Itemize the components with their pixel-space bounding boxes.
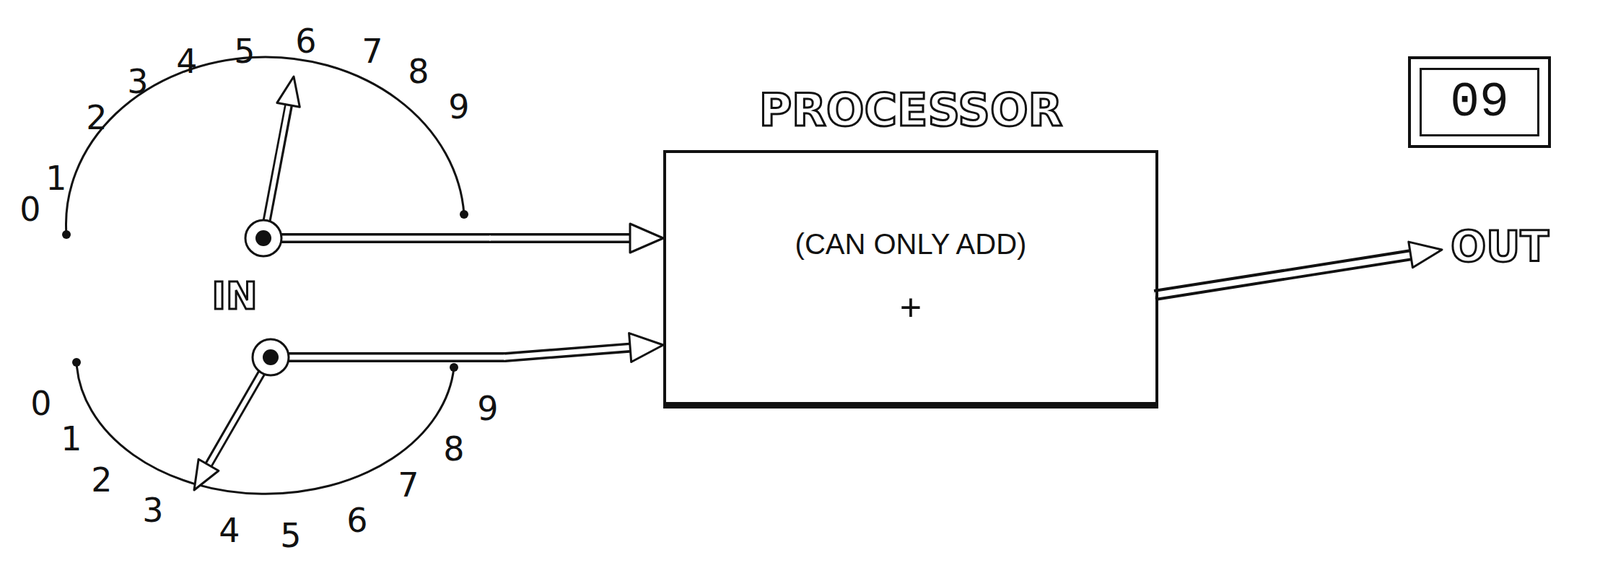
dial-digit: 2 xyxy=(90,463,112,497)
processor-note: (CAN ONLY ADD) xyxy=(663,228,1159,261)
dial-digit: 7 xyxy=(397,468,419,502)
arc-end-dot xyxy=(62,230,71,239)
dial-digit: 9 xyxy=(448,90,470,124)
arc-end-dot xyxy=(459,210,469,219)
dial: 0123 4 5 6789 xyxy=(14,346,506,563)
dial-arcs xyxy=(65,57,465,494)
dial-digit: 1 xyxy=(45,161,67,195)
pointer-fill xyxy=(263,103,289,239)
connector-arrow xyxy=(489,223,664,253)
dial-digit: 3 xyxy=(127,64,148,99)
hub xyxy=(245,220,282,257)
input-label: IN xyxy=(212,277,258,315)
dial-digit: 3 xyxy=(142,493,164,527)
shaft-fill xyxy=(1154,254,1413,296)
hub-center xyxy=(262,349,279,366)
display-value: 09 xyxy=(1449,77,1510,128)
connector-fill xyxy=(503,347,633,358)
dial-pointers xyxy=(194,76,300,491)
dial-digit: 6 xyxy=(346,503,368,537)
shaft-outline xyxy=(270,352,506,363)
dial-shafts xyxy=(263,238,507,358)
processor-frame xyxy=(663,150,1159,409)
shaft-outline xyxy=(1154,254,1412,296)
dial-arc xyxy=(76,362,454,494)
display-window: 09 xyxy=(1419,67,1540,137)
dial-digit: 8 xyxy=(407,54,429,89)
connector-arrow xyxy=(503,333,664,363)
dial: 0123456789 xyxy=(14,28,491,246)
arrow-head xyxy=(1408,241,1442,268)
dial-digit: 0 xyxy=(30,386,52,421)
arc-end-dot xyxy=(449,363,459,372)
dial-digit: 8 xyxy=(443,432,465,466)
dial-digit: 7 xyxy=(361,34,383,68)
arc-end-dot xyxy=(72,357,81,367)
dial-digit: 2 xyxy=(85,101,107,135)
processor-box: PROCESSOR (CAN ONLY ADD) + xyxy=(663,83,1159,409)
output-arrow xyxy=(1154,241,1442,296)
dial-digit: 5 xyxy=(233,34,255,68)
shaft-fill xyxy=(270,355,507,361)
dial-digit: 1 xyxy=(60,422,82,456)
arrow-head xyxy=(629,333,664,363)
connector-fill xyxy=(489,235,633,242)
plus-sign: + xyxy=(663,285,1159,330)
pointer-head xyxy=(194,458,219,491)
pointer-head xyxy=(277,76,300,107)
output-label: OUT xyxy=(1450,225,1549,268)
hub xyxy=(252,339,289,376)
output-display: 09 xyxy=(1408,56,1551,148)
dial-digit: 5 xyxy=(280,518,301,553)
dial-digit: 6 xyxy=(295,24,317,58)
hub-center xyxy=(255,230,272,247)
dial-digit: 0 xyxy=(19,192,41,226)
dial-digit: 9 xyxy=(477,391,498,426)
processor-title: PROCESSOR xyxy=(663,88,1159,133)
arrow-head xyxy=(630,223,664,253)
shaft-fill xyxy=(263,235,493,242)
shaft-outline xyxy=(263,233,492,244)
dial-digit: 4 xyxy=(176,44,198,78)
dial-digit: 4 xyxy=(218,513,240,548)
